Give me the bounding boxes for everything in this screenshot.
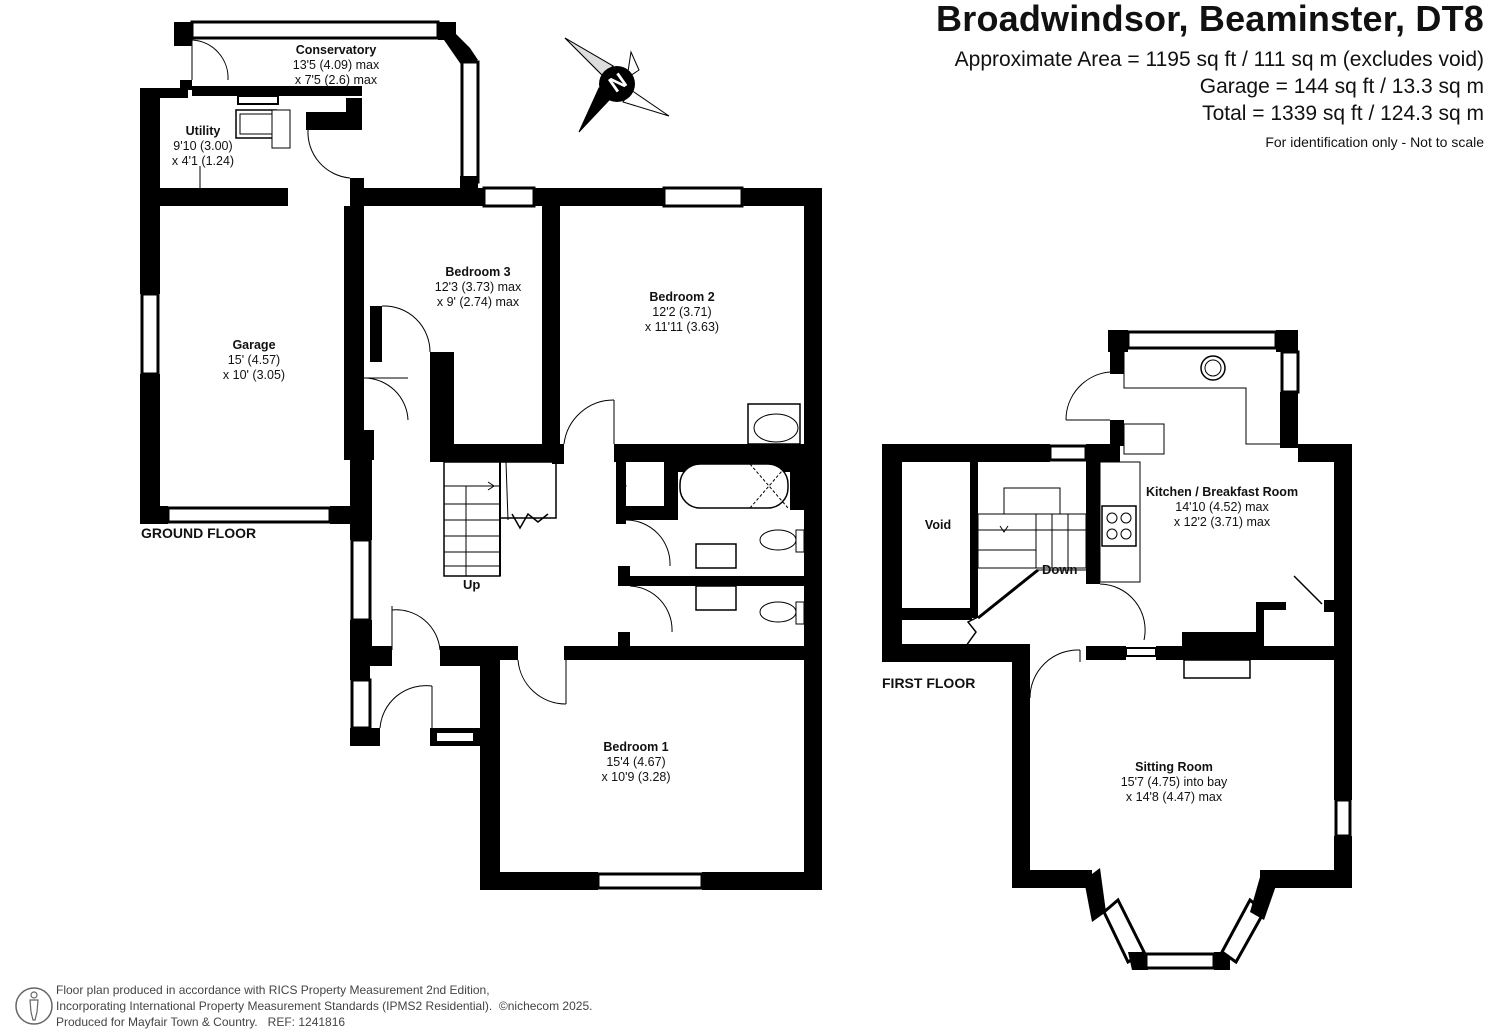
identification-note: For identification only - Not to scale <box>1265 134 1484 150</box>
room-label-bedroom-3: Bedroom 3 12'3 (3.73) max x 9' (2.74) ma… <box>434 265 522 309</box>
garage-area-text: Garage = 144 sq ft / 13.3 sq m <box>1199 75 1484 98</box>
room-label-bedroom-1: Bedroom 1 15'4 (4.67) x 10'9 (3.28) <box>601 740 671 784</box>
compass-rose <box>564 37 670 133</box>
first-floor-walls <box>882 330 1352 970</box>
total-area-text: Total = 1339 sq ft / 124.3 sq m <box>1202 102 1484 125</box>
approximate-area-text: Approximate Area = 1195 sq ft / 111 sq m… <box>954 48 1484 71</box>
room-label-kitchen-breakfast: Kitchen / Breakfast Room 14'10 (4.52) ma… <box>1145 485 1299 529</box>
first-floor-label: FIRST FLOOR <box>882 675 976 691</box>
room-label-void: Void <box>924 518 952 532</box>
room-label-bedroom-2: Bedroom 2 12'2 (3.71) x 11'11 (3.63) <box>644 290 720 334</box>
stairs-up-label: Up <box>463 577 481 592</box>
ground-floor-label: GROUND FLOOR <box>141 525 257 541</box>
copyright-text: ©nichecom 2025. <box>498 999 593 1013</box>
property-title: Broadwindsor, Beaminster, DT8 <box>936 0 1484 39</box>
reference-text: REF: 1241816 <box>267 1015 346 1029</box>
person-icon <box>15 987 53 1025</box>
room-label-garage: Garage 15' (4.57) x 10' (3.05) <box>222 338 286 382</box>
stairs-down-label: Down <box>1042 562 1078 577</box>
room-label-sitting-room: Sitting Room 15'7 (4.75) into bay x 14'8… <box>1120 760 1228 804</box>
footer-notes: Floor plan produced in accordance with R… <box>56 982 592 1030</box>
ground-floor-walls <box>140 20 822 890</box>
footer-line-1: Floor plan produced in accordance with R… <box>56 983 490 997</box>
room-label-conservatory: Conservatory 13'5 (4.09) max x 7'5 (2.6)… <box>292 43 380 87</box>
footer-line-2: Incorporating International Property Mea… <box>56 999 593 1013</box>
footer-line-3: Produced for Mayfair Town & Country. REF… <box>56 1015 346 1029</box>
room-label-utility: Utility 9'10 (3.00) x 4'1 (1.24) <box>171 124 235 168</box>
